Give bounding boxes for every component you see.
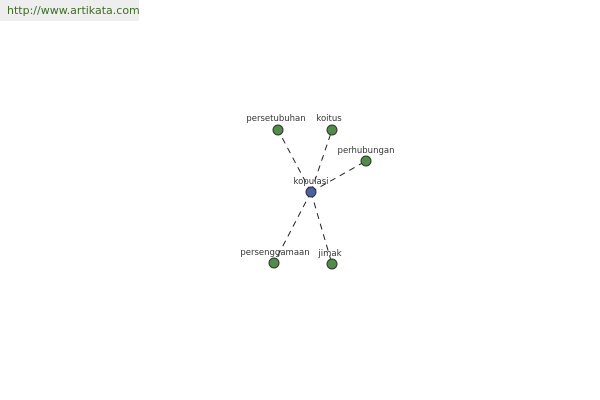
node-koitus[interactable] [326, 124, 338, 136]
center-node-kopulasi[interactable] [305, 186, 317, 198]
source-url-bar: http://www.artikata.com [0, 0, 140, 21]
edge-kopulasi-persetubuhan [277, 129, 312, 193]
node-persenggamaan[interactable] [268, 257, 280, 269]
edge-kopulasi-jimak [310, 191, 333, 265]
node-label-jimak[interactable]: jimak [317, 249, 341, 259]
node-label-persenggamaan[interactable]: persenggamaan [240, 248, 309, 258]
source-url-link[interactable]: http://www.artikata.com [7, 4, 140, 17]
node-perhubungan[interactable] [360, 155, 372, 167]
node-label-koitus[interactable]: koitus [316, 114, 342, 124]
node-label-perhubungan[interactable]: perhubungan [338, 146, 395, 156]
node-label-persetubuhan[interactable]: persetubuhan [246, 114, 305, 124]
edges-layer [273, 129, 367, 265]
nodes-layer [268, 124, 372, 270]
node-jimak[interactable] [326, 258, 338, 270]
labels-layer: kopulasi persetubuhan koitus perhubungan per… [240, 114, 394, 259]
node-label-kopulasi[interactable]: kopulasi [294, 177, 329, 187]
node-persetubuhan[interactable] [272, 124, 284, 136]
edge-kopulasi-persenggamaan [273, 191, 312, 264]
